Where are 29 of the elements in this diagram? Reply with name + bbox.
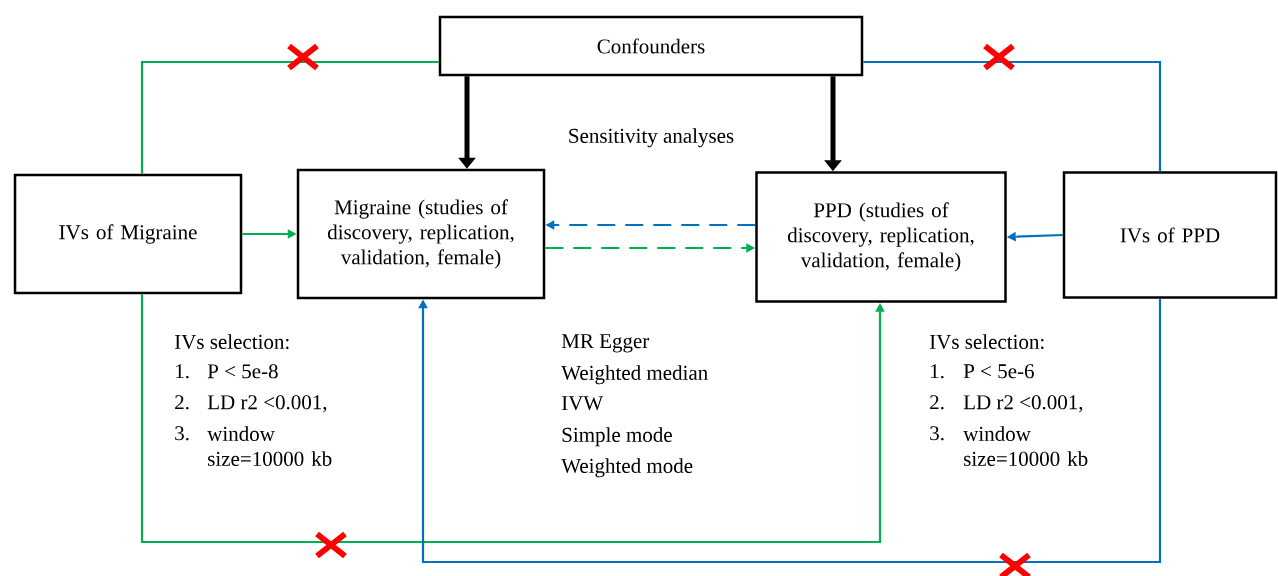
box: IVs of PPD <box>1062 171 1278 299</box>
box: Migraine (studies of discovery, replication, validation, female) <box>296 168 546 300</box>
list-item: Simple mode <box>562 427 672 447</box>
list-number: 2. <box>175 395 189 410</box>
list-number: 3. <box>175 426 189 441</box>
list-number: 2. <box>930 395 944 410</box>
list-item: P < 5e-8 <box>207 364 278 379</box>
list-item: MR Egger <box>561 334 650 353</box>
heading-text: IVs selection: <box>174 334 289 350</box>
list-item: P < 5e-6 <box>963 364 1034 379</box>
box: IVs of Migraine <box>13 173 243 295</box>
heading-text: IVs selection: <box>929 334 1044 350</box>
list-number: 1. <box>931 364 944 379</box>
list-item: Weighted median <box>561 365 708 385</box>
list-number: 1. <box>176 364 189 379</box>
list-item: LD r2 <0.001, <box>963 395 1083 413</box>
arrow <box>140 294 885 544</box>
list-item: LD r2 <0.001, <box>207 395 327 413</box>
list-item: window size=10000 kb <box>207 426 332 466</box>
arrow <box>418 298 1162 564</box>
connector-line <box>140 60 439 174</box>
heading-text: Sensitivity analyses <box>569 128 734 148</box>
box: PPD (studies of discovery, replication, validation, female) <box>755 171 1007 303</box>
list-item: IVW <box>561 396 604 411</box>
list-number: 3. <box>930 426 944 441</box>
list-item: window size=10000 kb <box>963 426 1088 466</box>
box: Confounders <box>438 15 864 77</box>
connector-line <box>863 60 1162 172</box>
list-item: Weighted mode <box>561 458 693 478</box>
